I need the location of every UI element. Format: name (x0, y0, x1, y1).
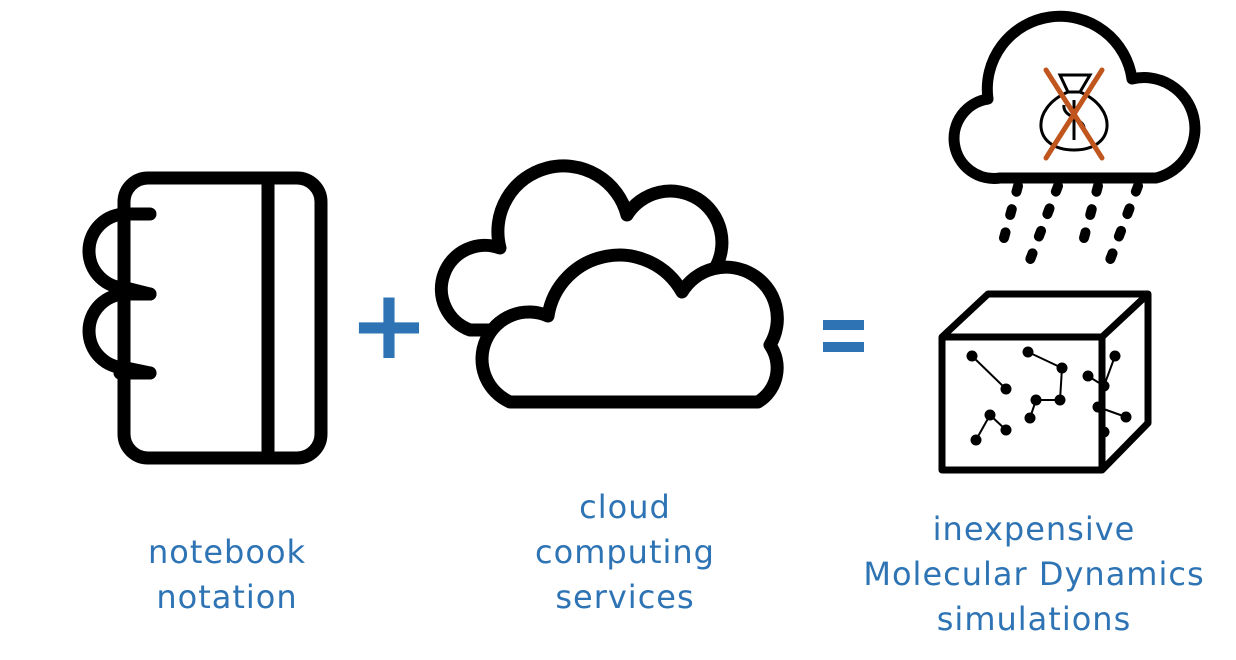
cloud-label: cloud computing services (535, 485, 715, 620)
result-label: inexpensive Molecular Dynamics simulatio… (863, 507, 1204, 642)
notebook-label-line-1: notebook (147, 533, 307, 571)
result-label-line-2: Molecular Dynamics (863, 555, 1205, 593)
plus-operator: + (349, 269, 429, 381)
equals-operator (823, 320, 864, 352)
notebook-icon (82, 171, 328, 465)
clouds-icon (434, 159, 784, 409)
result-label-line-1: inexpensive (932, 510, 1136, 548)
cloud-label-line-2: computing (535, 533, 715, 571)
cloud-label-line-3: services (555, 578, 695, 616)
result-label-line-3: simulations (936, 600, 1132, 638)
cloud-label-line-1: cloud (579, 488, 671, 526)
money-bag-crossed-cloud-icon (948, 10, 1201, 265)
notebook-label-line-2: notation (156, 578, 298, 616)
molecular-box-icon (938, 290, 1152, 474)
notebook-label: notebook notation (148, 530, 306, 620)
